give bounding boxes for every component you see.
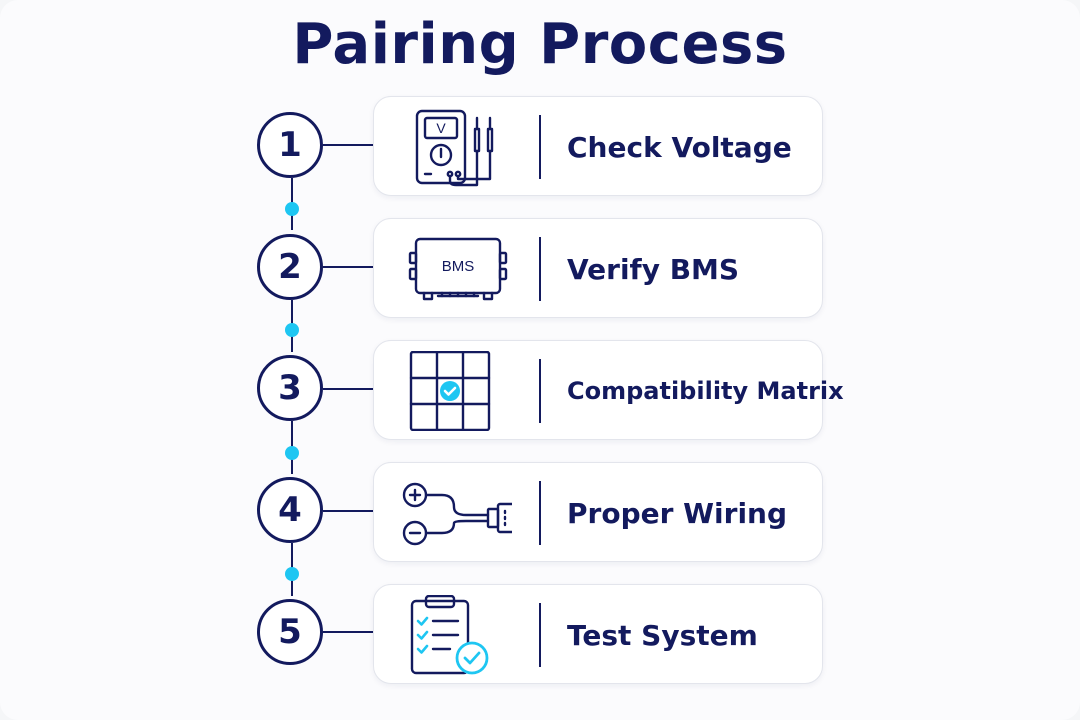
step-link-line xyxy=(323,388,373,390)
bms-module-text: BMS xyxy=(442,258,475,275)
step-number-5: 5 xyxy=(257,599,323,665)
step-card-proper-wiring: Proper Wiring xyxy=(373,462,823,562)
timeline-dot xyxy=(285,323,299,337)
step-link-line xyxy=(323,266,373,268)
bms-module-icon: BMS xyxy=(408,237,508,301)
card-divider xyxy=(539,359,541,423)
step-label: Verify BMS xyxy=(567,252,740,286)
step-number-2: 2 xyxy=(257,234,323,300)
card-divider xyxy=(539,237,541,301)
step-label: Test System xyxy=(567,618,758,652)
wiring-icon xyxy=(402,482,512,546)
timeline-dot xyxy=(285,567,299,581)
step-card-test-system: Test System xyxy=(373,584,823,684)
step-number-1: 1 xyxy=(257,112,323,178)
page-title: Pairing Process xyxy=(292,12,788,77)
multimeter-screen-text: V xyxy=(436,120,446,136)
step-link-line xyxy=(323,631,373,633)
card-divider xyxy=(539,603,541,667)
card-divider xyxy=(539,481,541,545)
multimeter-icon: V xyxy=(415,109,494,187)
step-link-line xyxy=(323,144,373,146)
clipboard-check-icon xyxy=(410,595,489,675)
card-divider xyxy=(539,115,541,179)
grid-check-icon xyxy=(409,351,491,431)
step-link-line xyxy=(323,510,373,512)
timeline-dot xyxy=(285,446,299,460)
step-label: Check Voltage xyxy=(567,130,792,164)
step-number-3: 3 xyxy=(257,355,323,421)
step-number-4: 4 xyxy=(257,477,323,543)
step-card-check-voltage: V Check Voltage xyxy=(373,96,823,196)
step-label: Compatibility Matrix xyxy=(567,377,844,405)
step-card-compatibility-matrix: Compatibility Matrix xyxy=(373,340,844,440)
step-card-verify-bms: BMS Verify BMS xyxy=(373,218,823,318)
step-label: Proper Wiring xyxy=(567,496,788,530)
timeline-dot xyxy=(285,202,299,216)
